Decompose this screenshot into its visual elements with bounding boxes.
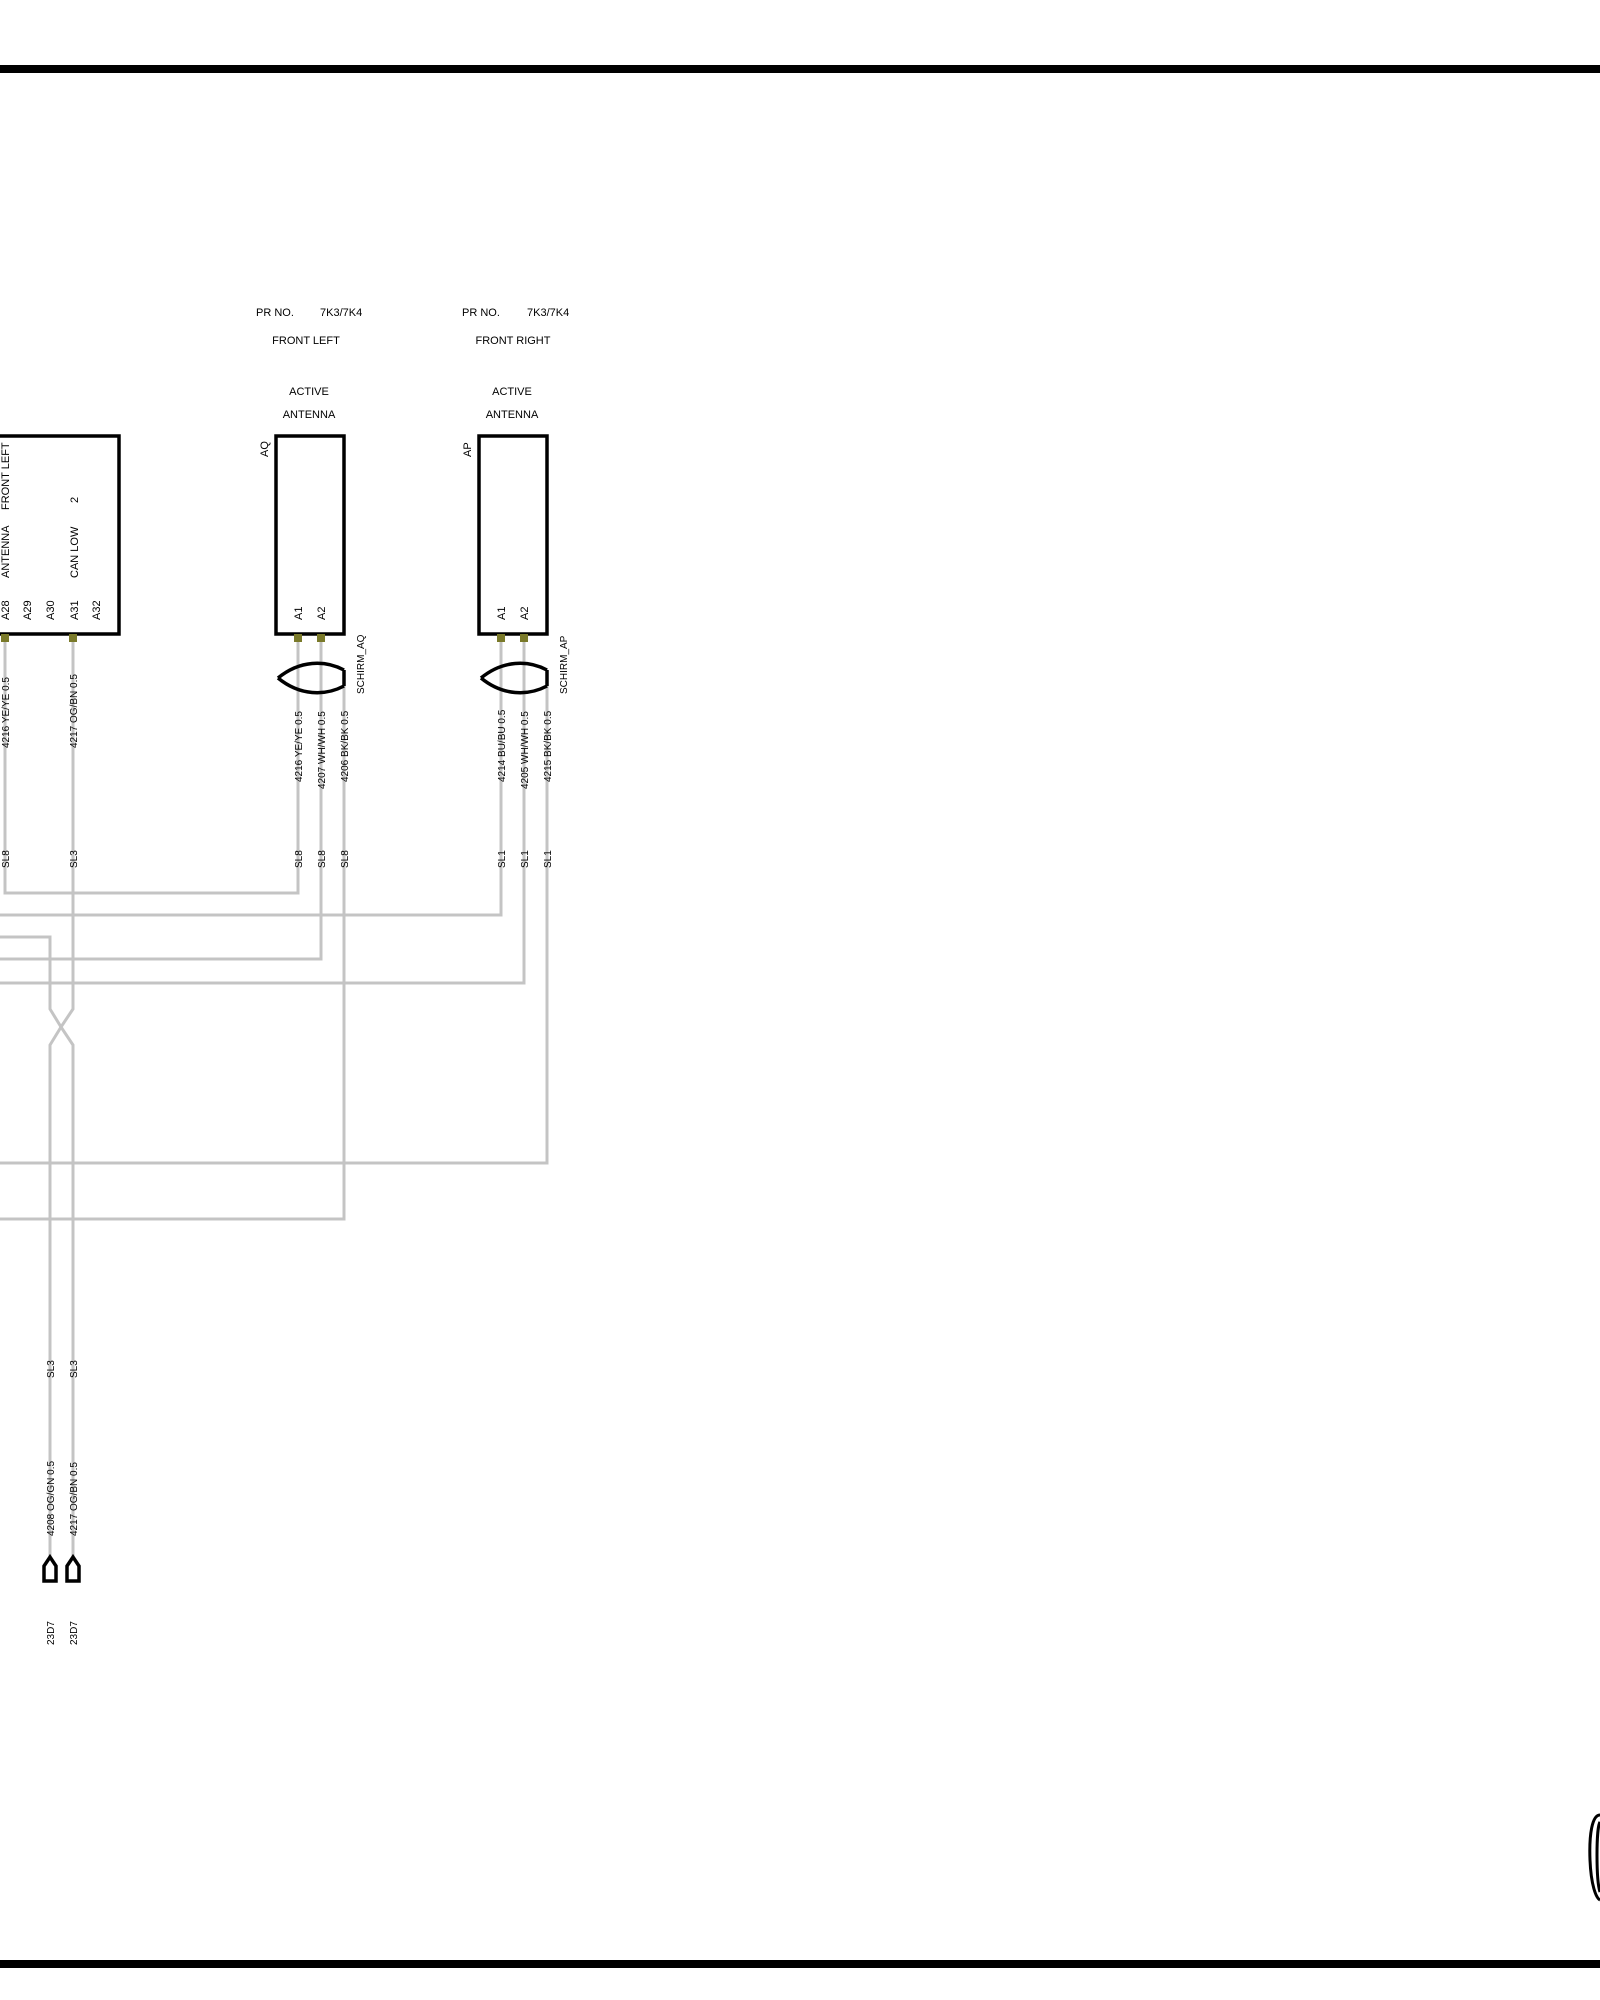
wire-label-4208-bottom: 4208 OG/GN 0.5 xyxy=(46,1461,57,1536)
left-module-label-2: 2 xyxy=(69,497,81,503)
wire-label-4216-left: 4216 YE/YE 0.5 xyxy=(1,677,12,748)
splice-label-sl1-a: SL1 xyxy=(497,850,508,868)
wire-4216-loop xyxy=(3,640,300,895)
fl-type-line1: ACTIVE xyxy=(289,386,329,398)
fr-pr-value: 7K3/7K4 xyxy=(527,307,569,319)
fr-pin-a2 xyxy=(520,634,528,642)
front-right-antenna: PR NO. 7K3/7K4 FRONT RIGHT ACTIVE ANTENN… xyxy=(462,307,570,868)
wire-label-4217-left: 4217 OG/BN 0.5 xyxy=(69,674,80,748)
fr-pr-label: PR NO. xyxy=(462,307,500,319)
wire-label-4207: 4207 WH/WH 0.5 xyxy=(317,711,328,789)
wire-label-4217-bottom: 4217 OG/BN 0.5 xyxy=(69,1462,80,1536)
fr-type-line2: ANTENNA xyxy=(486,409,539,421)
bottom-terminations: SL3 SL3 4208 OG/GN 0.5 4217 OG/BN 0.5 23… xyxy=(42,1360,81,1645)
wire-label-4214: 4214 BU/BU 0.5 xyxy=(497,709,508,782)
pin-label-a31: A31 xyxy=(69,600,81,620)
front-left-antenna: PR NO. 7K3/7K4 FRONT LEFT ACTIVE ANTENNA… xyxy=(256,307,367,868)
fl-pin-a1 xyxy=(294,634,302,642)
fr-shield-label: SCHIRM_AP xyxy=(559,635,570,694)
wire-4208 xyxy=(0,935,63,1560)
pin-label-a28: A28 xyxy=(0,600,12,620)
left-module-label-front-left: FRONT LEFT xyxy=(0,442,12,510)
splice-label-sl1-c: SL1 xyxy=(543,850,554,868)
wire-harness xyxy=(0,640,549,1560)
fr-id: AP xyxy=(462,442,474,457)
fl-position: FRONT LEFT xyxy=(272,335,340,347)
splice-label-sl3-left: SL3 xyxy=(69,850,80,868)
fl-pr-value: 7K3/7K4 xyxy=(320,307,362,319)
fr-pin-label-a1: A1 xyxy=(496,607,508,620)
left-module-label-can-low: CAN LOW xyxy=(69,526,81,578)
fl-shield-label: SCHIRM_AQ xyxy=(356,634,367,694)
fr-position: FRONT RIGHT xyxy=(476,335,551,347)
left-module-box xyxy=(0,434,121,636)
pin-a28 xyxy=(1,634,9,642)
fl-pin-label-a2: A2 xyxy=(316,607,328,620)
fl-pr-label: PR NO. xyxy=(256,307,294,319)
partial-logo-icon xyxy=(1588,1813,1600,1902)
wire-4206-run xyxy=(0,682,346,1221)
splice-label-sl8-left: SL8 xyxy=(1,850,12,868)
splice-label-sl8-b: SL8 xyxy=(317,850,328,868)
left-module-label-antenna: ANTENNA xyxy=(0,525,12,578)
splice-label-sl1-b: SL1 xyxy=(520,850,531,868)
wire-label-4205: 4205 WH/WH 0.5 xyxy=(520,711,531,789)
wire-4207-run xyxy=(0,640,323,961)
wire-4205-run xyxy=(0,640,526,985)
wire-label-4206: 4206 BK/BK 0.5 xyxy=(340,710,351,782)
pin-label-a29: A29 xyxy=(22,600,34,620)
left-module: ANTENNA FRONT LEFT CAN LOW 2 A28 A29 A30… xyxy=(0,434,121,868)
wire-4214-run xyxy=(0,640,503,917)
reference-label-2: 23D7 xyxy=(69,1621,80,1645)
connector-terminal-icon xyxy=(42,1553,58,1583)
fl-pin-label-a1: A1 xyxy=(293,607,305,620)
fr-type-line1: ACTIVE xyxy=(492,386,532,398)
fl-shield-icon xyxy=(276,661,346,695)
splice-label-sl8-c: SL8 xyxy=(340,850,351,868)
pin-label-a32: A32 xyxy=(91,600,103,620)
wire-4215-run xyxy=(0,682,549,1165)
splice-label-sl3-bottom-b: SL3 xyxy=(69,1360,80,1378)
fl-antenna-box xyxy=(274,434,346,636)
wire-label-4216: 4216 YE/YE 0.5 xyxy=(294,711,305,782)
fl-pin-a2 xyxy=(317,634,325,642)
fl-id: AQ xyxy=(259,441,271,457)
wire-4217 xyxy=(59,640,75,1560)
reference-label-1: 23D7 xyxy=(46,1621,57,1645)
connector-terminal-icon xyxy=(65,1553,81,1583)
splice-label-sl8-a: SL8 xyxy=(294,850,305,868)
splice-label-sl3-bottom-a: SL3 xyxy=(46,1360,57,1378)
fl-type-line2: ANTENNA xyxy=(283,409,336,421)
fr-antenna-box xyxy=(477,434,549,636)
wire-label-4215: 4215 BK/BK 0.5 xyxy=(543,710,554,782)
fr-pin-a1 xyxy=(497,634,505,642)
pin-a31 xyxy=(69,634,77,642)
fr-shield-icon xyxy=(479,661,549,695)
pin-label-a30: A30 xyxy=(45,600,57,620)
fr-pin-label-a2: A2 xyxy=(519,607,531,620)
